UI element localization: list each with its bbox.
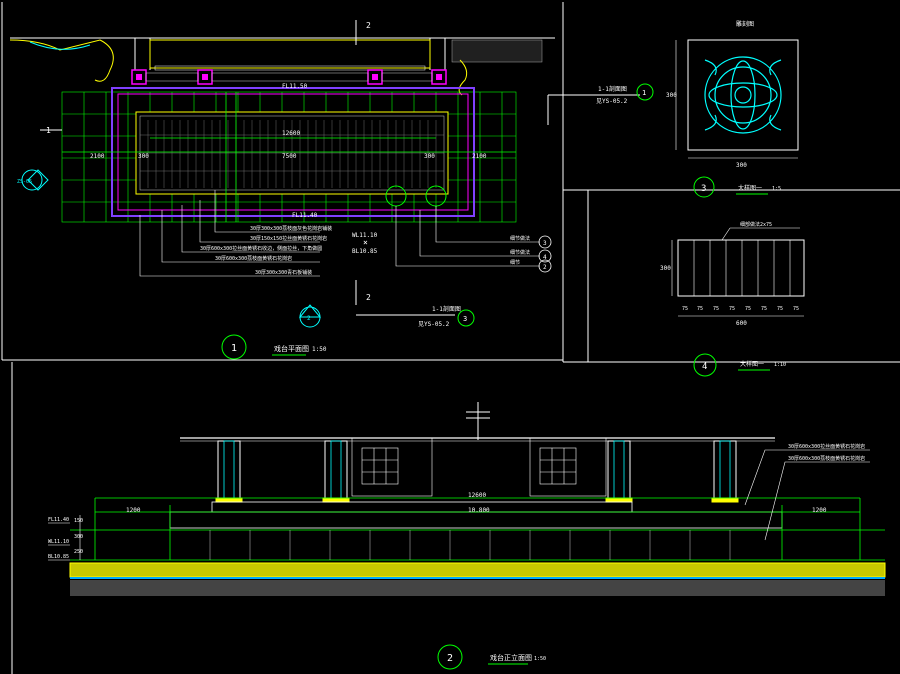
plan-fl-top: FL11.50 — [282, 83, 308, 90]
detail4-u3: 75 — [729, 306, 735, 312]
plan-note-r2: 细节做法 — [510, 249, 530, 256]
detail4-u2: 75 — [713, 306, 719, 312]
plan-dim-2100-r: 2100 — [472, 153, 487, 160]
section-ref-num-b: 3 — [463, 315, 467, 323]
plan-title: 戏台平面图 — [274, 344, 309, 353]
detail-3: 雕刻图 300 300 3 大样图一 1:5 — [666, 20, 799, 198]
detail4-u4: 75 — [745, 306, 751, 312]
elev-scale: 1:50 — [534, 656, 546, 662]
plan-left-mark: 1 — [46, 126, 51, 135]
plan-bottom-callout: 2 — [366, 293, 371, 302]
detail3-num: 3 — [701, 184, 706, 194]
plan-note-4: 30厚600x300荔枝面黄锈石花岗岩 — [215, 255, 292, 262]
elev-wl: WL11.10 — [48, 539, 69, 545]
plan-dim-7500: 7500 — [282, 153, 297, 160]
plan-note-r3: 细节 — [510, 259, 520, 266]
detail3-dim-bottom: 300 — [736, 162, 747, 169]
elev-dim-1200-l: 1200 — [126, 507, 141, 514]
plan-note-3: 30厚600x300拉丝面黄锈石收边，侧面拉丝，下角做圆 — [200, 245, 322, 252]
elev-note-2: 30厚600x300荔枝面黄锈石花岗岩 — [788, 455, 865, 462]
plan-scale: 1:50 — [312, 346, 327, 353]
elev-dim-1200-r: 1200 — [812, 507, 827, 514]
detail3-title: 大样图一 — [738, 184, 762, 192]
plan-fl-bottom: FL11.40 — [292, 212, 318, 219]
plan-note-2: 30厚150x150拉丝面黄锈石花岗岩 — [250, 235, 327, 242]
detail-4: 细部做法2x75 300 75 75 75 75 75 75 75 75 600… — [660, 221, 805, 377]
plan-x-mark: × — [363, 238, 368, 247]
section-ref-title-b: 1-1剖面图 — [432, 305, 461, 313]
detail4-num: 4 — [702, 362, 707, 372]
plan-view: 2 2 1 1-1剖面图 见YS-05.2 1 1-1剖面图 见YS-05.2 … — [9, 20, 654, 360]
elev-fl: FL11.40 — [48, 517, 69, 523]
plan-dim-300-l: 300 — [138, 153, 149, 160]
elevation-view: 12600 10.800 1200 1200 FL11.40 WL11.10 B… — [48, 402, 886, 670]
plan-note-num-1: 3 — [543, 240, 547, 247]
detail4-u1: 75 — [697, 306, 703, 312]
elev-dim-12600: 12600 — [468, 492, 486, 499]
plan-left-symbol: ZS-05 — [17, 179, 32, 185]
detail3-label-top: 雕刻图 — [736, 20, 754, 28]
detail4-u7: 75 — [793, 306, 799, 312]
plan-wl: WL11.10 — [352, 232, 378, 239]
plan-bottom-symbol: 2 — [307, 315, 311, 322]
section-ref-num: 1 — [642, 89, 646, 97]
detail4-u5: 75 — [761, 306, 767, 312]
plan-bl: BL10.85 — [352, 248, 378, 255]
plan-note-5: 30厚300x300青石板铺装 — [255, 269, 312, 276]
detail3-dim-side: 300 — [666, 92, 677, 99]
ground-gravel-layer — [70, 563, 885, 577]
plan-note-1: 30厚300x300荔枝面灰色花岗岩铺装 — [250, 225, 332, 232]
plan-note-r1: 细节做法 — [510, 235, 530, 242]
detail4-label: 细部做法2x75 — [740, 221, 772, 228]
section-ref-sheet-b: 见YS-05.2 — [418, 321, 450, 328]
ground-base-layer — [70, 580, 885, 596]
elev-side-dim-2: 300 — [74, 534, 83, 540]
detail4-dim-side: 300 — [660, 265, 671, 272]
plan-dim-300-r: 300 — [424, 153, 435, 160]
plan-title-num: 1 — [231, 343, 237, 354]
plan-note-num-2: 4 — [543, 254, 547, 261]
elev-title: 戏台正立面图 — [490, 653, 532, 662]
elev-side-dim-1: 150 — [74, 518, 83, 524]
detail4-scale: 1:10 — [774, 362, 786, 368]
detail4-total: 600 — [736, 320, 747, 327]
plan-dim-2100-l: 2100 — [90, 153, 105, 160]
detail4-title: 大样图一 — [740, 360, 764, 368]
plan-note-num-3: 2 — [543, 264, 547, 271]
elev-bl: BL10.85 — [48, 554, 69, 560]
elev-note-1: 30厚600x300拉丝面黄锈石花岗岩 — [788, 443, 865, 450]
plan-dim-12600: 12600 — [282, 130, 300, 137]
section-ref-sheet: 见YS-05.2 — [596, 98, 628, 105]
detail3-scale: 1:5 — [772, 186, 781, 192]
elev-title-num: 2 — [447, 653, 453, 664]
elev-side-dim-3: 250 — [74, 549, 83, 555]
detail4-u6: 75 — [777, 306, 783, 312]
elev-dim-10800: 10.800 — [468, 507, 490, 514]
plan-top-callout: 2 — [366, 21, 371, 30]
detail4-u8: 75 — [682, 306, 688, 312]
section-ref-title: 1-1剖面图 — [598, 85, 627, 93]
